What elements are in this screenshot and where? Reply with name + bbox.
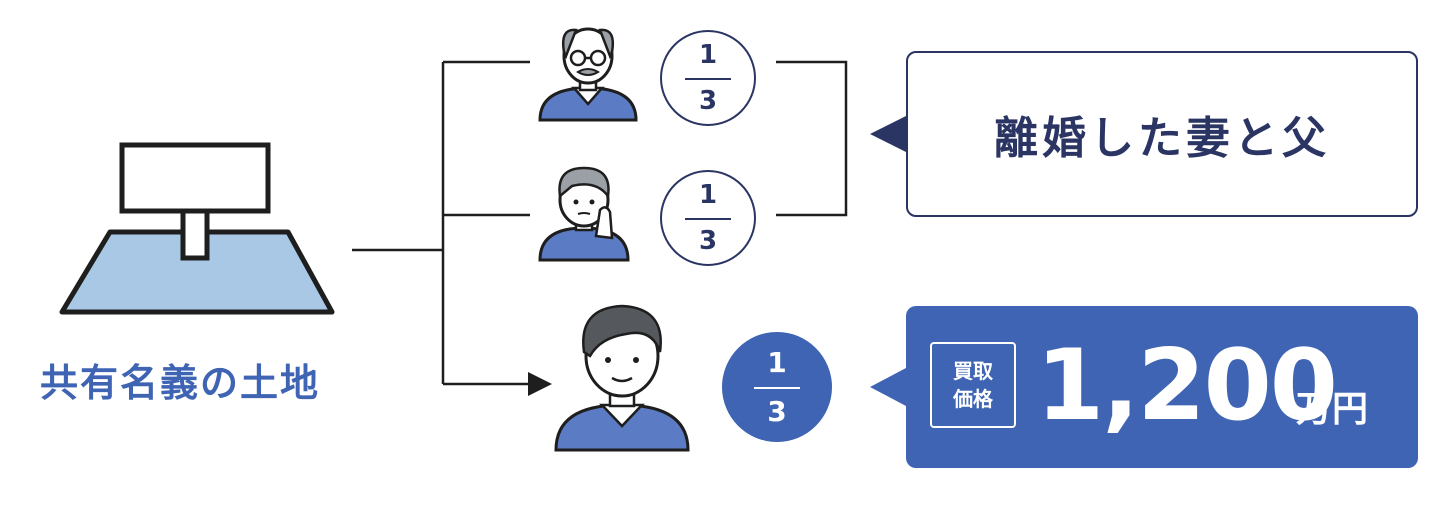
fraction-bar: [754, 387, 800, 389]
ex-wife-icon: [538, 166, 630, 262]
share-denominator: 3: [698, 86, 718, 116]
arrow-head: [528, 372, 552, 396]
purchase-price-badge: 買取 価格: [930, 342, 1016, 428]
share-ex-wife: 1 3: [660, 170, 756, 266]
land-icon: [59, 142, 335, 315]
share-numerator: 1: [767, 346, 787, 379]
share-denominator: 3: [698, 226, 718, 256]
share-denominator: 3: [767, 395, 787, 428]
callout-pointer-2: [870, 368, 906, 406]
self-icon: [554, 304, 690, 452]
fraction-bar: [685, 218, 731, 220]
price-unit: 万円: [1296, 389, 1369, 430]
badge-line-2: 価格: [953, 387, 993, 411]
share-numerator: 1: [698, 180, 718, 210]
share-self: 1 3: [722, 332, 832, 442]
land-label: 共有名義の土地: [40, 361, 321, 405]
share-father: 1 3: [660, 30, 756, 126]
relation-text: 離婚した妻と父: [994, 113, 1330, 164]
price-value: 1,200: [1036, 329, 1338, 443]
fraction-bar: [685, 78, 731, 80]
badge-line-1: 買取: [953, 359, 993, 383]
price-callout: 買取 価格 1,200 万円: [906, 306, 1418, 468]
connector-lines: [352, 60, 848, 386]
father-icon: [538, 27, 638, 122]
share-numerator: 1: [698, 40, 718, 70]
callout-pointer-1: [870, 116, 906, 152]
relation-callout: 離婚した妻と父: [906, 51, 1418, 217]
